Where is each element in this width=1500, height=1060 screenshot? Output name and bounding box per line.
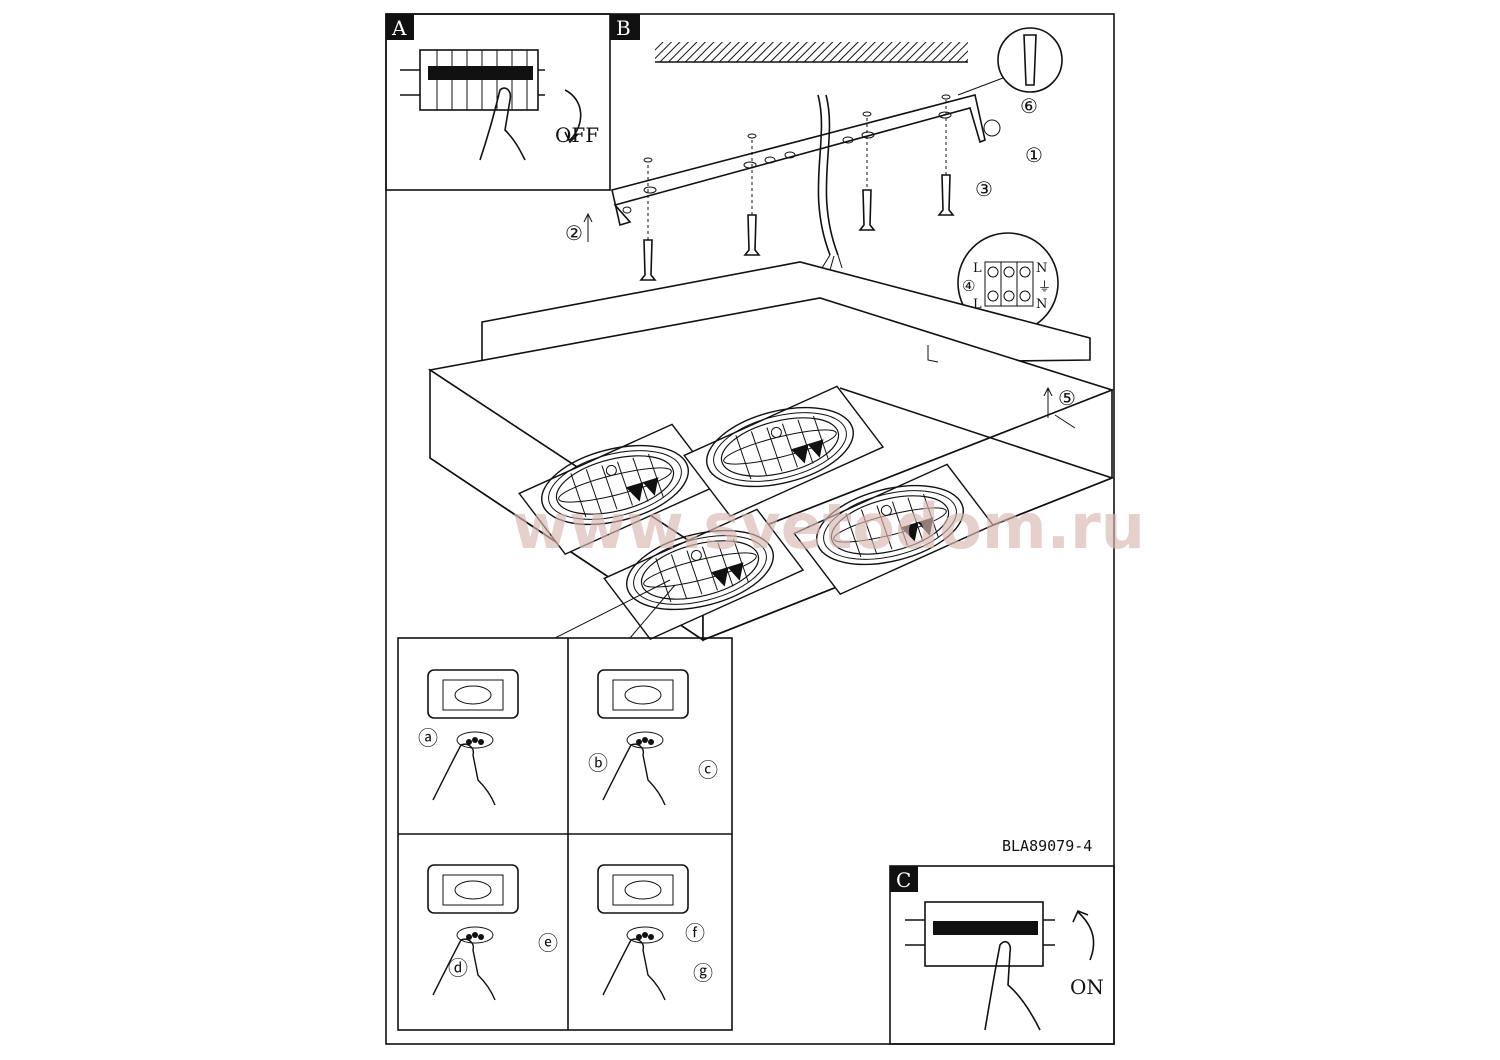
ceiling-hatch	[655, 42, 968, 63]
panel-c: C ON	[889, 865, 1115, 1045]
hand-icon	[984, 940, 1041, 1031]
spotlight-1	[518, 423, 720, 555]
spotlight-4	[793, 463, 995, 595]
step-3-label: ③	[975, 177, 993, 201]
outer-frame	[385, 13, 1115, 1045]
step-4-label: ④	[962, 277, 975, 295]
terminal-live-bottom: L	[973, 297, 982, 312]
step-a-label: ⓐ	[418, 726, 438, 750]
circuit-breaker-icon	[400, 49, 545, 111]
power-cable	[817, 94, 831, 256]
arrow-up-icon	[1072, 909, 1095, 961]
bulb-step-illustration-1	[427, 669, 519, 806]
bulb-step-illustration-4	[597, 864, 689, 1001]
terminal-neutral-top: N	[1036, 261, 1047, 276]
step-b-label: ⓑ	[588, 751, 608, 775]
step-c-label: ⓒ	[698, 758, 718, 782]
earth-icon: ⏚	[1038, 280, 1051, 295]
off-label: OFF	[555, 123, 599, 147]
hand-icon	[479, 87, 526, 161]
arrow-down-icon	[564, 89, 582, 141]
terminal-block-callout: L L N N ⏚ ④	[929, 232, 1059, 339]
spotlight-3	[603, 508, 805, 640]
spotlight-2	[683, 385, 885, 517]
screws	[639, 94, 955, 281]
step-f-label: ⓕ	[685, 921, 705, 945]
step-5-label: ⑤	[1058, 386, 1076, 410]
bulb-step-illustration-3	[427, 864, 519, 1001]
panel-label-c: C	[896, 868, 911, 892]
watermark: www.svetodom.ru	[512, 490, 1145, 563]
model-code: BLA89079-4	[1002, 837, 1092, 855]
bulb-replacement-panel: ⓐ ⓑ ⓒ ⓓ ⓔ ⓕ ⓖ	[397, 637, 733, 1031]
terminal-live-top: L	[973, 261, 982, 276]
on-label: ON	[1070, 975, 1104, 999]
panel-label-a: A	[391, 16, 407, 40]
bulb-step-illustration-2	[597, 669, 689, 806]
panel-a: A OFF	[385, 13, 611, 191]
step-2-label: ②	[565, 221, 583, 245]
wall-plug-callout	[997, 27, 1063, 93]
panel-label-b: B	[616, 16, 631, 40]
step-d-label: ⓓ	[448, 956, 468, 980]
step-g-label: ⓖ	[693, 961, 713, 985]
step-e-label: ⓔ	[538, 931, 558, 955]
step-6-label: ⑥	[1020, 94, 1038, 118]
step-1-label: ①	[1025, 143, 1043, 167]
terminal-neutral-bottom: N	[1036, 297, 1047, 312]
spotlights	[518, 385, 995, 640]
mounting-bracket	[611, 94, 986, 227]
